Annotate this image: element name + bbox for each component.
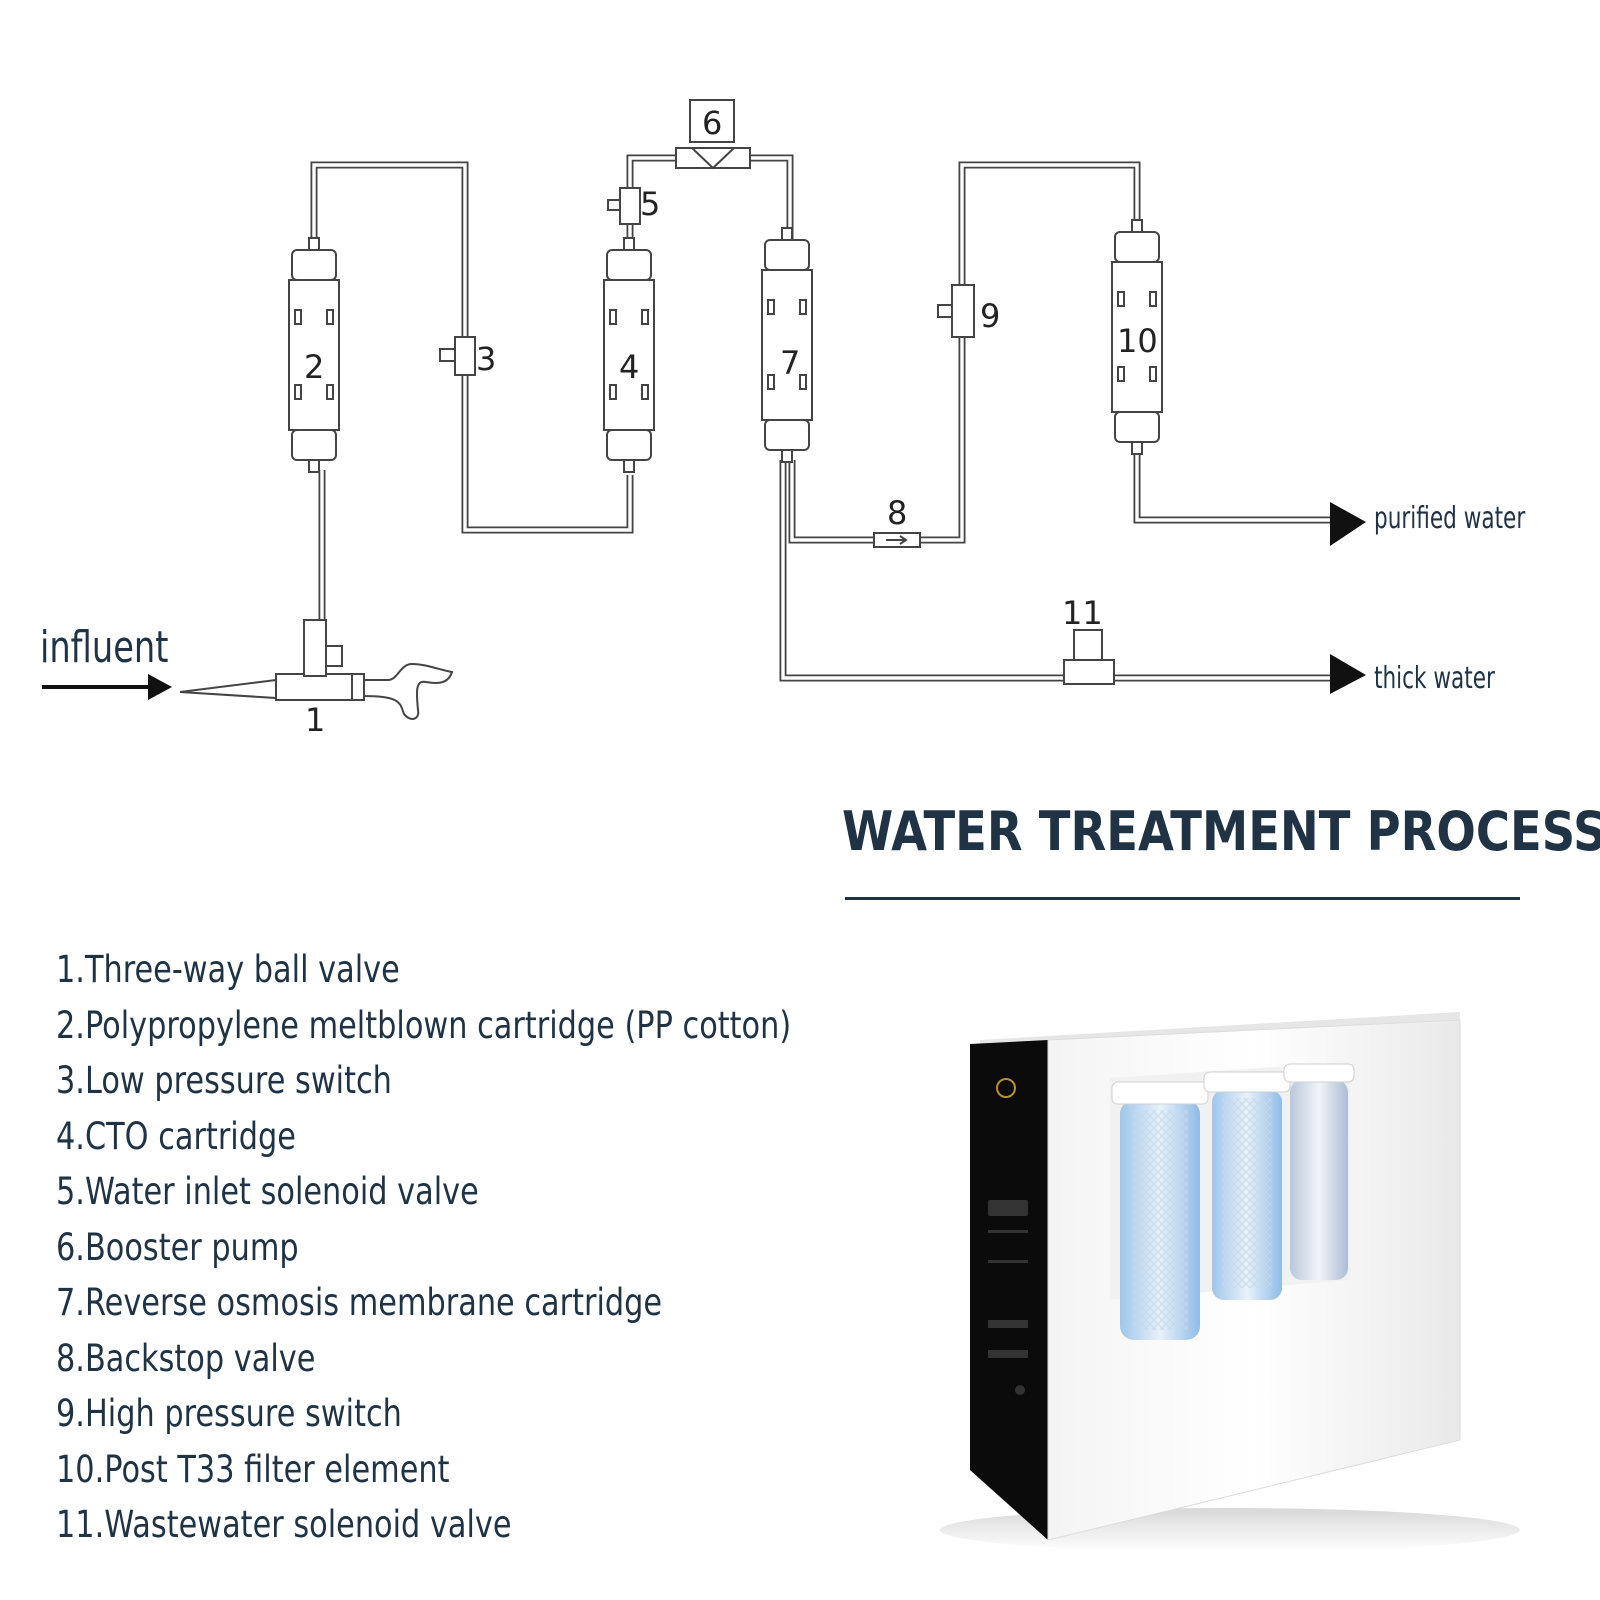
legend-item: 10.Post T33 filter element bbox=[56, 1447, 450, 1491]
callout-8: 8 bbox=[887, 494, 907, 532]
page-title: WATER TREATMENT PROCESS bbox=[842, 800, 1600, 863]
callout-1: 1 bbox=[305, 701, 325, 739]
low-pressure-switch bbox=[439, 336, 476, 376]
callout-9: 9 bbox=[980, 297, 1000, 335]
callout-3: 3 bbox=[476, 340, 496, 378]
legend-item: 1.Three-way ball valve bbox=[56, 948, 400, 991]
flow-diagram: 1 2 3 4 5 6 7 8 9 10 11 influent purifie… bbox=[40, 99, 1526, 739]
legend-item: 7.Reverse osmosis membrane cartridge bbox=[56, 1281, 663, 1324]
legend-item: 3.Low pressure switch bbox=[56, 1059, 392, 1102]
thick-water-arrow bbox=[1330, 654, 1366, 694]
thick-water-label: thick water bbox=[1374, 661, 1496, 695]
legend-item: 8.Backstop valve bbox=[56, 1336, 316, 1380]
influent-label: influent bbox=[40, 621, 168, 673]
backstop-valve bbox=[873, 532, 921, 548]
influent-arrow bbox=[42, 674, 172, 700]
callout-11: 11 bbox=[1062, 594, 1103, 632]
callout-7: 7 bbox=[780, 344, 800, 382]
purifier-product-image bbox=[940, 1012, 1520, 1552]
inlet-solenoid-valve bbox=[607, 187, 641, 225]
callout-5: 5 bbox=[640, 185, 660, 223]
wastewater-solenoid-valve bbox=[1063, 629, 1115, 685]
component-legend: 1.Three-way ball valve 2.Polypropylene m… bbox=[56, 942, 953, 1553]
legend-item: 2.Polypropylene meltblown cartridge (PP … bbox=[56, 1003, 792, 1047]
booster-pump bbox=[675, 99, 751, 170]
purified-arrow bbox=[1330, 502, 1366, 546]
callout-2: 2 bbox=[304, 348, 324, 386]
title-underline bbox=[845, 897, 1520, 900]
legend-item: 9.High pressure switch bbox=[56, 1392, 402, 1435]
three-way-ball-valve bbox=[179, 619, 454, 720]
legend-item: 4.CTO cartridge bbox=[56, 1114, 296, 1158]
callout-10: 10 bbox=[1117, 322, 1158, 360]
callout-4: 4 bbox=[619, 348, 639, 386]
legend-item: 11.Wastewater solenoid valve bbox=[56, 1503, 512, 1546]
purified-water-label: purified water bbox=[1374, 501, 1526, 535]
legend-item: 6.Booster pump bbox=[56, 1225, 299, 1269]
legend-item: 5.Water inlet solenoid valve bbox=[56, 1170, 479, 1213]
callout-6: 6 bbox=[702, 104, 722, 142]
high-pressure-switch bbox=[937, 284, 975, 338]
